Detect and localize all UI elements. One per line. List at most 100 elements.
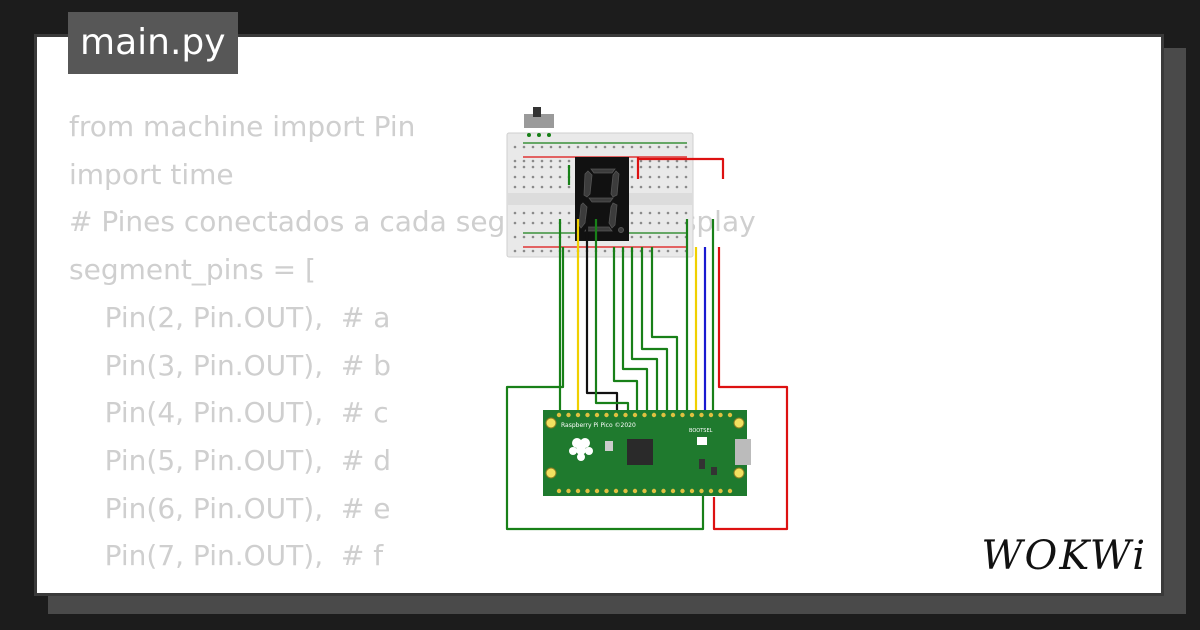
breadboard-hole <box>567 185 571 189</box>
breadboard-hole <box>666 249 670 253</box>
breadboard-hole <box>666 175 670 179</box>
pico-pin <box>604 412 609 418</box>
breadboard-hole <box>513 221 517 225</box>
pico-pin <box>727 488 733 494</box>
pico-pin <box>680 412 685 418</box>
wire-red-bridge <box>636 157 725 179</box>
breadboard-hole <box>540 185 544 189</box>
wire-green-5 <box>630 247 659 415</box>
mount-hole-icon <box>733 417 745 429</box>
breadboard-hole <box>567 235 571 239</box>
pico-pin <box>699 412 704 418</box>
breadboard-hole <box>513 145 517 149</box>
mount-hole-icon <box>545 467 557 479</box>
breadboard-hole <box>684 175 688 179</box>
breadboard-hole <box>639 211 643 215</box>
code-line: Pin(3, Pin.OUT), # b <box>69 348 392 382</box>
code-line: Pin(2, Pin.OUT), # a <box>69 300 391 334</box>
pico-pin <box>566 488 571 494</box>
slide-switch[interactable] <box>524 107 554 137</box>
breadboard-hole <box>648 175 652 179</box>
pico-pin <box>718 488 723 494</box>
bootsel-label: BOOTSEL <box>689 428 713 434</box>
breadboard-hole <box>513 159 517 163</box>
pico-pin <box>613 412 619 418</box>
pico-pin <box>708 488 714 494</box>
wokwi-logo: WOKWi <box>981 533 1147 579</box>
breadboard-hole <box>666 221 670 225</box>
breadboard-hole <box>675 221 679 225</box>
wire-green-10 <box>505 247 705 531</box>
seven-segment-display[interactable] <box>575 157 629 241</box>
usb-port[interactable] <box>735 439 751 465</box>
breadboard-hole <box>531 221 535 225</box>
pico-pin <box>594 488 600 494</box>
breadboard-hole <box>549 175 553 179</box>
breadboard-hole <box>558 185 562 189</box>
pico-pin <box>699 488 704 494</box>
pico-pin <box>585 488 590 494</box>
breadboard-hole <box>540 145 544 149</box>
breadboard-hole <box>675 185 679 189</box>
breadboard-hole <box>522 175 526 179</box>
bootsel-button[interactable] <box>697 437 707 445</box>
breadboard-hole <box>549 235 553 239</box>
breadboard-hole <box>540 249 544 253</box>
breadboard-hole <box>648 235 652 239</box>
breadboard-hole <box>558 159 562 163</box>
pico-pin <box>604 488 609 494</box>
pico-pin <box>670 412 676 418</box>
code-line: import time <box>69 157 234 191</box>
breadboard-hole <box>531 185 535 189</box>
code-line: Pin(5, Pin.OUT), # d <box>69 443 392 477</box>
breadboard-hole <box>666 211 670 215</box>
pico-pin <box>575 488 581 494</box>
breadboard-hole <box>630 165 634 169</box>
breadboard-hole <box>603 249 607 253</box>
breadboard-hole <box>531 145 535 149</box>
pico-pin <box>642 412 647 418</box>
breadboard-hole <box>549 145 553 149</box>
breadboard-hole <box>666 165 670 169</box>
breadboard-hole <box>549 211 553 215</box>
breadboard-hole <box>657 145 661 149</box>
breadboard-hole <box>522 159 526 163</box>
mount-hole-icon <box>545 417 557 429</box>
breadboard-hole <box>630 235 634 239</box>
breadboard-hole <box>630 185 634 189</box>
pico-pin <box>594 412 600 418</box>
breadboard-hole <box>684 159 688 163</box>
raspberry-pi-pico[interactable]: Raspberry Pi Pico ©2020 BOOTSEL <box>543 410 751 496</box>
pico-pin <box>651 412 657 418</box>
breadboard-hole <box>639 175 643 179</box>
breadboard-hole <box>666 145 670 149</box>
breadboard-hole <box>648 159 652 163</box>
wire-red-gnd <box>712 247 789 531</box>
pico-pin <box>661 412 666 418</box>
breadboard-hole <box>630 145 634 149</box>
breadboard-hole <box>558 145 562 149</box>
mount-hole-icon <box>733 467 745 479</box>
breadboard-hole <box>684 165 688 169</box>
breadboard-hole <box>675 159 679 163</box>
breadboard-hole <box>522 249 526 253</box>
breadboard-hole <box>594 145 598 149</box>
breadboard-hole <box>648 211 652 215</box>
breadboard-hole <box>639 221 643 225</box>
breadboard-hole <box>558 165 562 169</box>
breadboard-hole <box>522 235 526 239</box>
breadboard-hole <box>540 175 544 179</box>
file-tab[interactable]: main.py <box>68 12 238 74</box>
pico-pin <box>623 488 628 494</box>
pico-pin <box>689 412 695 418</box>
breadboard-hole <box>513 175 517 179</box>
breadboard-hole <box>657 165 661 169</box>
breadboard-hole <box>648 165 652 169</box>
breadboard-hole <box>675 165 679 169</box>
breadboard-hole <box>522 211 526 215</box>
code-line: Pin(6, Pin.OUT), # e <box>69 491 391 525</box>
breadboard-hole <box>639 165 643 169</box>
breadboard-hole <box>531 235 535 239</box>
breadboard-hole <box>567 249 571 253</box>
breadboard-hole <box>585 145 589 149</box>
